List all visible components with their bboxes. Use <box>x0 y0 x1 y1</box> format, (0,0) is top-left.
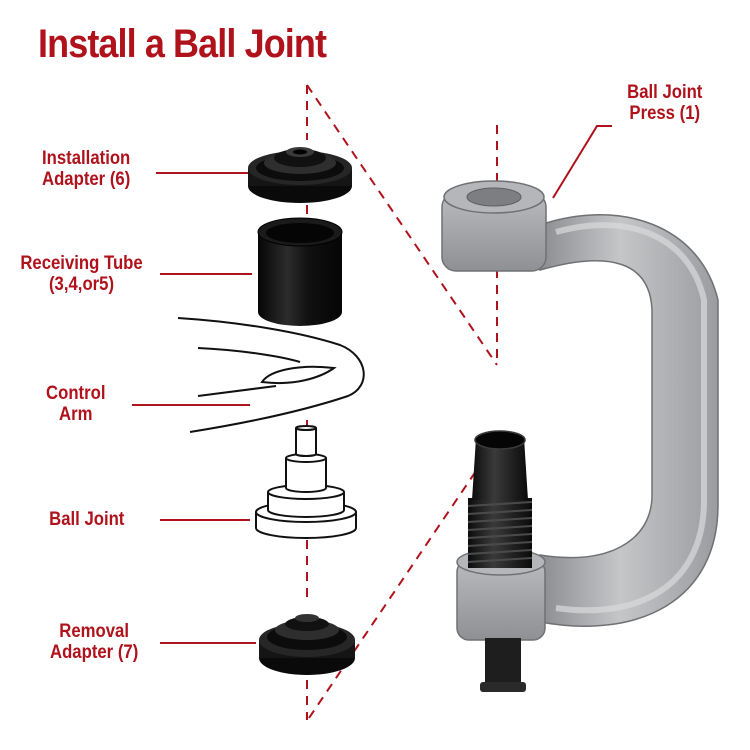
label-control-arm-line2: Arm <box>59 404 93 425</box>
ball-joint-press-frame <box>441 180 719 692</box>
removal-adapter <box>259 614 355 675</box>
label-ball-joint-press-line1: Ball Joint <box>627 82 703 103</box>
control-arm <box>177 317 365 433</box>
label-removal-adapter-line1: Removal <box>59 621 129 642</box>
label-ball-joint-line1: Ball Joint <box>49 509 125 530</box>
forcing-screw <box>467 430 533 568</box>
label-installation-adapter-line2: Adapter (6) <box>42 169 131 190</box>
label-ball-joint-press: Ball Joint Press (1) <box>627 82 702 124</box>
ball-joint-part <box>255 425 357 539</box>
label-ball-joint-press-line2: Press (1) <box>629 103 701 124</box>
label-receiving-tube: Receiving Tube (3,4,or5) <box>20 253 142 295</box>
receiving-tube <box>257 217 343 326</box>
label-installation-adapter-line1: Installation <box>42 148 131 169</box>
page-title: Install a Ball Joint <box>38 22 327 66</box>
leader-lines <box>132 125 612 644</box>
label-ball-joint: Ball Joint <box>49 509 124 530</box>
label-removal-adapter: Removal Adapter (7) <box>50 621 138 663</box>
label-receiving-tube-line1: Receiving Tube <box>20 253 143 274</box>
label-installation-adapter: Installation Adapter (6) <box>42 148 130 190</box>
label-control-arm-line1: Control <box>46 383 106 404</box>
label-control-arm: Control Arm <box>46 383 105 425</box>
installation-adapter <box>248 147 352 203</box>
leader-ball-joint-press <box>552 125 612 199</box>
label-receiving-tube-line2: (3,4,or5) <box>48 274 115 295</box>
label-removal-adapter-line2: Adapter (7) <box>50 642 139 663</box>
